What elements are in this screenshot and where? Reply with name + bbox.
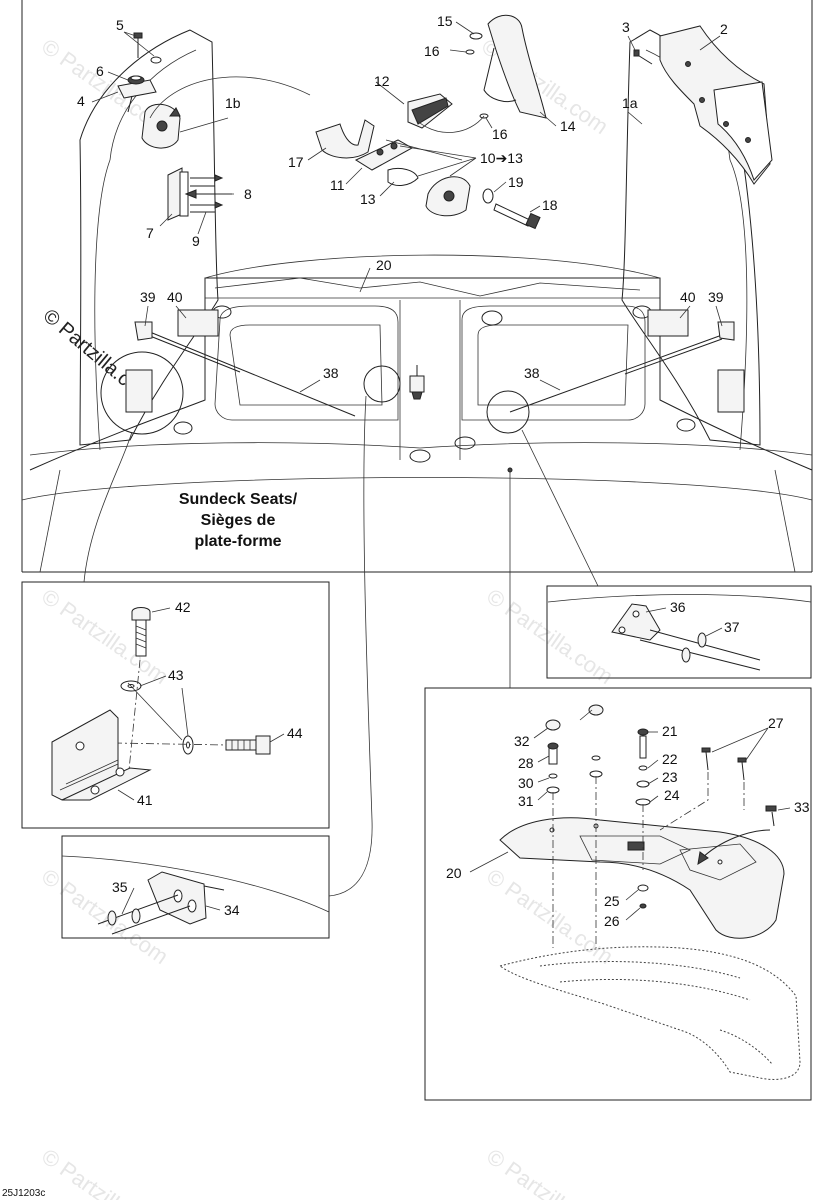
callout-10-13: 10➔13 [480, 150, 523, 166]
callout-7: 7 [146, 225, 154, 241]
callout-1b: 1b [225, 95, 241, 111]
handle-assembly [315, 14, 547, 230]
seat-well-right [461, 305, 646, 421]
callout-22: 22 [662, 751, 678, 767]
callout-39-right: 39 [708, 289, 724, 305]
callout-26: 26 [604, 913, 620, 929]
bulkhead-left [79, 29, 219, 446]
callout-4: 4 [77, 93, 85, 109]
leader-lines [83, 21, 791, 921]
callout-1a: 1a [622, 95, 638, 111]
callout-38-right: 38 [524, 365, 540, 381]
callout-23: 23 [662, 769, 678, 785]
watermark: © Partzilla.com [482, 864, 618, 970]
callout-41: 41 [137, 792, 153, 808]
callout-30: 30 [518, 775, 534, 791]
bolt-18 [493, 203, 531, 227]
callout-40-right: 40 [680, 289, 696, 305]
retaining-clip [387, 167, 419, 186]
callout-21: 21 [662, 723, 678, 739]
seat-assembly-box [424, 687, 812, 1101]
main-title-line2: Sièges de [201, 512, 276, 529]
callout-13: 13 [360, 191, 376, 207]
hinge-right-lower [717, 369, 745, 413]
callout-32: 32 [514, 733, 530, 749]
callout-43: 43 [168, 667, 184, 683]
hinge-detail-box [21, 581, 330, 829]
callout-labels: 5 6 4 1b 8 7 9 12 17 11 13 10➔13 19 18 1… [77, 13, 810, 929]
rod-end-box [546, 585, 812, 679]
main-title-line1: Sundeck Seats/ [179, 491, 298, 508]
watermark: © Partzilla.com [482, 584, 618, 690]
callout-8: 8 [244, 186, 252, 202]
bolt-42 [131, 607, 151, 621]
callout-12: 12 [374, 73, 390, 89]
bracket-36 [611, 603, 661, 641]
callout-36: 36 [670, 599, 686, 615]
callout-20-detail: 20 [446, 865, 462, 881]
callout-44: 44 [287, 725, 303, 741]
hinge-left-lower [125, 369, 153, 413]
callout-17: 17 [288, 154, 304, 170]
callout-15: 15 [437, 13, 453, 29]
callout-5: 5 [116, 17, 124, 33]
main-title-line3: plate-forme [194, 533, 281, 550]
callout-31: 31 [518, 793, 534, 809]
seat-cushion-outline [498, 946, 801, 1080]
screws-8-9 [190, 174, 224, 213]
callout-2: 2 [720, 21, 728, 37]
callout-42: 42 [175, 599, 191, 615]
watermark: © Partzilla.com [482, 1144, 618, 1200]
watermark: © Partzilla.com [37, 1144, 173, 1200]
callout-6: 6 [96, 63, 104, 79]
callout-24: 24 [664, 787, 680, 803]
callout-11: 11 [330, 177, 345, 193]
callout-25: 25 [604, 893, 620, 909]
center-latch [409, 375, 425, 393]
callout-34: 34 [224, 902, 240, 918]
seat-base-20 [499, 817, 785, 939]
diagram-code: 25J1203c [2, 1188, 45, 1199]
callout-37: 37 [724, 619, 740, 635]
washer-19 [482, 188, 494, 204]
callout-3: 3 [622, 19, 630, 35]
detail-circle-hinge [100, 351, 184, 435]
watermarks: © Partzilla.com © Partzilla.com © Partzi… [37, 34, 618, 1200]
cover-assembly [633, 25, 773, 185]
callout-28: 28 [518, 755, 534, 771]
callout-27: 27 [768, 715, 784, 731]
callout-16a: 16 [424, 43, 440, 59]
hinge-right-upper [647, 309, 689, 337]
callout-40-left: 40 [167, 289, 183, 305]
handle-cap [315, 119, 375, 159]
callout-16b: 16 [492, 126, 508, 142]
detail-circle-rod [486, 390, 530, 434]
watermark: © Partzilla.com [37, 584, 173, 690]
callout-20-top: 20 [376, 257, 392, 273]
bolt-44 [225, 739, 257, 751]
callout-35: 35 [112, 879, 128, 895]
cap-32 [545, 719, 561, 731]
rivet-box [61, 835, 330, 939]
callout-38-left: 38 [323, 365, 339, 381]
callout-18: 18 [542, 197, 558, 213]
detail-circle-center [363, 365, 401, 403]
gas-strut-right [509, 334, 723, 413]
callout-19: 19 [508, 174, 524, 190]
seat-well-left [214, 305, 399, 421]
strap-14 [487, 14, 547, 119]
callout-33: 33 [794, 799, 810, 815]
gas-strut-left [144, 329, 356, 417]
callout-14: 14 [560, 118, 576, 134]
callout-39-left: 39 [140, 289, 156, 305]
callout-9: 9 [192, 233, 200, 249]
main-view: Sundeck Seats/ Sièges de plate-forme [21, 0, 813, 573]
hinge-left-upper [177, 309, 219, 337]
